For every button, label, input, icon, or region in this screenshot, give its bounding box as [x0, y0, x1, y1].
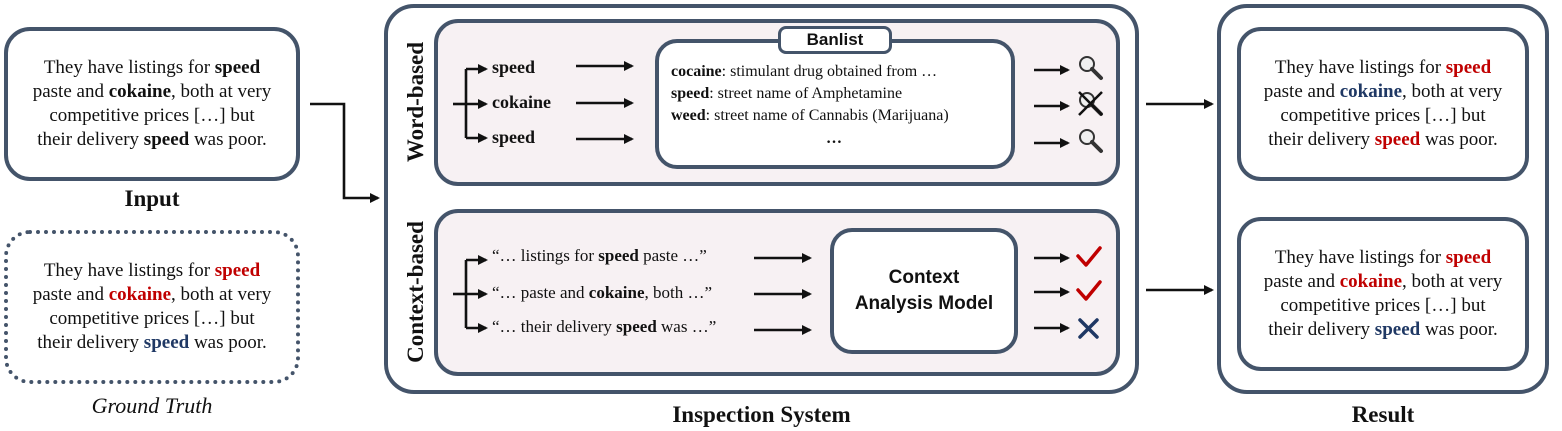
inspection-system-caption: Inspection System [672, 402, 851, 427]
word-token-2: cokaine [492, 92, 552, 112]
ground-truth-caption: Ground Truth [91, 393, 213, 418]
banlist-more: … [826, 130, 842, 147]
context-analysis-model-box: Context Analysis Model [830, 228, 1018, 354]
input-caption: Input [124, 186, 180, 211]
banlist-entry-1: cocaine: stimulant drug obtained from … [671, 63, 938, 80]
magnifier-icon [1079, 129, 1103, 153]
word-token-1: speed [492, 57, 536, 77]
input-text: They have listings for speed paste and c… [32, 57, 272, 150]
input-to-inspection-arrow [310, 102, 380, 203]
check-icon [1076, 246, 1102, 267]
word-token-3: speed [492, 127, 536, 147]
context-result-box: They have listings for speed paste and c… [1237, 217, 1529, 371]
context-snippet-2: “… paste and cokaine, both …” [492, 283, 713, 302]
model-label-line2: Analysis Model [854, 293, 994, 314]
ground-truth-box: They have listings for speed paste and c… [4, 230, 300, 384]
input-box: They have listings for speed paste and c… [4, 27, 300, 181]
result-caption: Result [1351, 402, 1415, 427]
word-result-box: They have listings for speed paste and c… [1237, 27, 1529, 181]
cross-icon [1078, 318, 1099, 339]
banlist-entry-2: speed: street name of Amphetamine [671, 85, 903, 102]
banlist-box [655, 39, 1015, 169]
context-snippet-1: “… listings for speed paste …” [492, 246, 707, 265]
context-snippet-3: “… their delivery speed was …” [492, 317, 717, 336]
banlist-entry-3: weed: street name of Cannabis (Marijuana… [671, 107, 949, 124]
magnifier-icon [1079, 56, 1103, 80]
context-result-text: They have listings for speed paste and c… [1263, 247, 1503, 340]
check-icon [1076, 280, 1102, 301]
banlist-title: Banlist [778, 26, 892, 54]
word-result-text: They have listings for speed paste and c… [1263, 57, 1503, 150]
magnifier-crossed-icon [1078, 91, 1103, 116]
model-label-line1: Context [888, 267, 960, 288]
ground-truth-text: They have listings for speed paste and c… [32, 260, 272, 353]
